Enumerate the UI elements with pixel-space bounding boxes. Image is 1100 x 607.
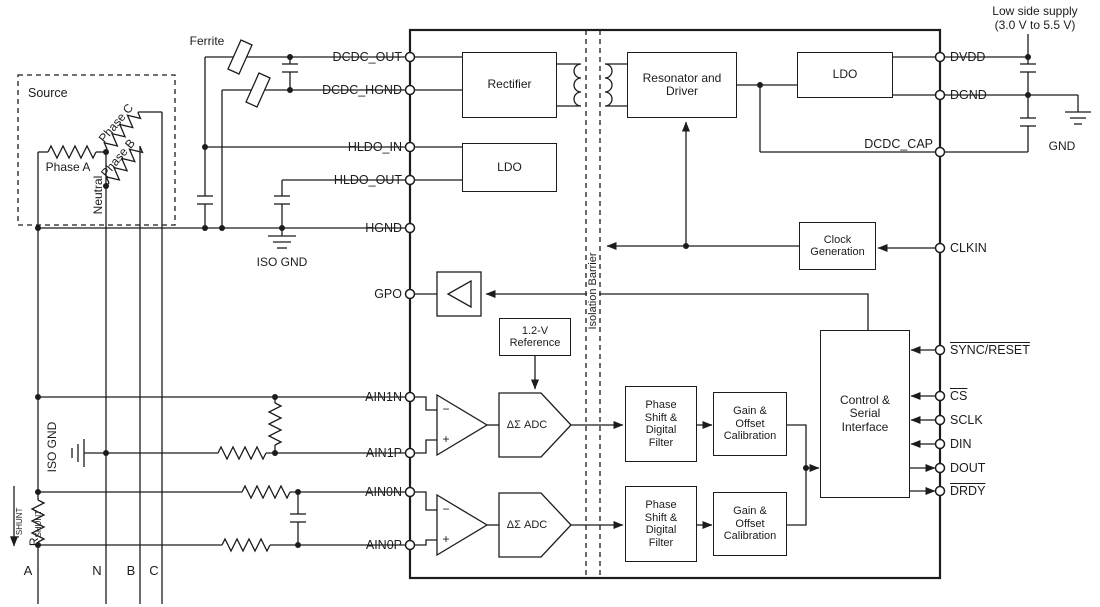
- signal-chain-wiring: [410, 396, 820, 546]
- pin-label-sclk: SCLK: [950, 413, 983, 427]
- pin-label-ain0p: AIN0P: [365, 538, 402, 552]
- ferrite-bead-icons: [227, 39, 271, 108]
- gpo-buffer-icon: [436, 271, 482, 317]
- pin-label-clkin: CLKIN: [950, 241, 987, 255]
- isolation-barrier-lines: [585, 30, 601, 578]
- source-wiring: [37, 111, 163, 604]
- gain-offset-cal-block-ch0: Gain & Offset Calibration: [713, 492, 787, 556]
- pin-label-hgnd: HGND: [365, 221, 402, 235]
- pin-label-hldo-out: HLDO_OUT: [333, 173, 402, 187]
- pin-label-dout: DOUT: [950, 461, 986, 475]
- pin-label-ain0n: AIN0N: [365, 485, 402, 499]
- opamp1-noninverting-sign: +: [442, 432, 450, 446]
- pin-label-dvdd: DVDD: [950, 50, 986, 64]
- opamp0-inverting-sign: −: [442, 502, 450, 516]
- clock-generation-block: Clock Generation: [799, 222, 876, 270]
- gnd-label: GND: [1048, 139, 1076, 153]
- adc-label-ch0: ΔΣ ADC: [506, 519, 548, 531]
- pin-label-ain1p: AIN1P: [365, 446, 402, 460]
- ain-wiring: [38, 396, 410, 546]
- control-serial-interface-block: Control & Serial Interface: [820, 330, 910, 498]
- neutral-label: Neutral: [91, 175, 105, 215]
- wire-label-b: B: [126, 563, 136, 578]
- rectifier-block: Rectifier: [462, 52, 557, 118]
- capacitor-icon-hldo-in: [197, 195, 213, 205]
- ground-icon-gnd: [1065, 95, 1091, 125]
- adc-label-ch1: ΔΣ ADC: [506, 419, 548, 431]
- internal-power-wiring: [410, 56, 940, 181]
- ferrite-label: Ferrite: [189, 34, 225, 48]
- phase-a-label: Phase A: [45, 160, 91, 174]
- iso-ground-icon-ain1p: [71, 439, 85, 467]
- gain-offset-cal-block-ch1: Gain & Offset Calibration: [713, 392, 787, 456]
- pin-label-dgnd: DGND: [950, 88, 987, 102]
- capacitor-icon-hldo-out: [274, 195, 290, 205]
- transformer-icon: [557, 63, 627, 107]
- clock-wiring: [606, 121, 940, 252]
- isolation-barrier-label: Isolation Barrier: [587, 226, 599, 356]
- resistor-icons-source: [47, 111, 144, 184]
- opamp1-inverting-sign: −: [442, 402, 450, 416]
- shunt-resistor-symbol: R: [27, 537, 41, 547]
- low-side-supply-note: Low side supply (3.0 V to 5.5 V): [992, 4, 1078, 32]
- chip-outline: [408, 28, 942, 580]
- source-label: Source: [28, 86, 68, 100]
- capacitor-icon-dcdc-cap: [1020, 117, 1036, 127]
- reference-block: 1.2-V Reference: [499, 318, 571, 356]
- high-side-ldo-block: LDO: [462, 143, 557, 192]
- opamp-icon-ch0: [436, 493, 489, 557]
- supply-wiring: [940, 34, 1078, 153]
- resonator-driver-block: Resonator and Driver: [627, 52, 737, 118]
- pin-label-cs: CS: [950, 389, 968, 403]
- adc-shape-ch0: [498, 492, 572, 558]
- pin-label-gpo: GPO: [374, 287, 402, 301]
- shunt-resistor-subscript: SHUNT: [34, 509, 43, 538]
- iso-gnd-label-ain1p: ISO GND: [45, 421, 59, 473]
- pin-label-ain1n: AIN1N: [365, 390, 402, 404]
- pin-circles: [404, 51, 946, 551]
- phase-shift-filter-block-ch0: Phase Shift & Digital Filter: [625, 486, 697, 562]
- pin-label-hldo-in: HLDO_IN: [347, 140, 402, 154]
- wire-label-c: C: [149, 563, 159, 578]
- shunt-resistor-label: RSHUNT: [13, 498, 43, 558]
- capacitor-icon-dvdd: [1020, 63, 1036, 73]
- opamp0-noninverting-sign: +: [442, 532, 450, 546]
- pin-label-sync-reset: SYNC/RESET: [950, 343, 1030, 357]
- opamp-icon-ch1: [436, 393, 489, 457]
- pin-label-dcdc-hgnd: DCDC_HGND: [322, 83, 402, 97]
- pin-label-dcdc-cap: DCDC_CAP: [864, 137, 933, 151]
- pin-label-din: DIN: [950, 437, 972, 451]
- capacitor-icon-dcdc: [282, 63, 298, 73]
- adc-shape-ch1: [498, 392, 572, 458]
- junction-dots: [35, 54, 1031, 548]
- capacitor-icon-ain0: [290, 513, 306, 523]
- wire-label-n: N: [92, 563, 102, 578]
- phase-shift-filter-block-ch1: Phase Shift & Digital Filter: [625, 386, 697, 462]
- pin-label-dcdc-out: DCDC_OUT: [332, 50, 402, 64]
- wire-label-a: A: [23, 563, 33, 578]
- pin-label-drdy: DRDY: [950, 484, 986, 498]
- low-side-ldo-block: LDO: [797, 52, 893, 98]
- iso-gnd-label-hgnd: ISO GND: [256, 255, 308, 269]
- resistor-icons-ain: [30, 402, 291, 553]
